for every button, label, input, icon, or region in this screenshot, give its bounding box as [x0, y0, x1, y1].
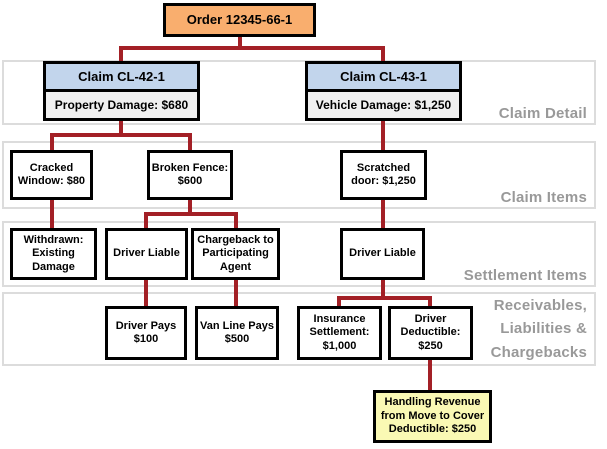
- node-claim-cl-43-1: Claim CL-43-1 Vehicle Damage: $1,250: [305, 61, 462, 121]
- claim-42-title: Claim CL-42-1: [46, 64, 197, 92]
- node-receivable-driver-deductible: Driver Deductible: $250: [388, 306, 473, 360]
- band-label-receivables-line2: Liabilities &: [500, 320, 587, 338]
- connector-to-driver-liable-1: [144, 212, 148, 229]
- connector-claim42-horizontal: [50, 133, 192, 137]
- node-settlement-withdrawn: Withdrawn: Existing Damage: [10, 228, 97, 280]
- connector-to-insurance-settlement: [337, 296, 341, 307]
- connector-liable2-horizontal: [337, 296, 432, 300]
- band-label-claim-detail: Claim Detail: [498, 105, 587, 122]
- connector-to-withdrawn: [50, 200, 54, 229]
- band-label-claim-items: Claim Items: [500, 189, 587, 206]
- claim-42-detail: Property Damage: $680: [46, 92, 197, 118]
- connector-claim42-down: [119, 121, 123, 137]
- connector-to-driver-liable-2: [381, 200, 385, 229]
- node-order: Order 12345-66-1: [163, 3, 316, 37]
- connector-to-cracked-window: [50, 133, 54, 151]
- connector-to-handling-revenue: [428, 360, 432, 391]
- band-label-settlement-items: Settlement Items: [463, 267, 587, 284]
- connector-fence-down: [188, 200, 192, 216]
- connector-order-stub: [238, 37, 242, 48]
- band-claim-items: Claim Items: [2, 141, 596, 209]
- connector-to-claim-43: [381, 46, 385, 62]
- connector-to-broken-fence: [188, 133, 192, 151]
- band-label-receivables: Receivables, Liabilities & Chargebacks: [491, 294, 587, 364]
- band-settlement-items: Settlement Items: [2, 221, 596, 287]
- node-claim-item-cracked-window: Cracked Window: $80: [10, 150, 93, 200]
- band-label-receivables-line1: Receivables,: [493, 297, 587, 315]
- connector-to-scratched-door: [381, 121, 385, 151]
- connector-liable2-down: [381, 280, 385, 300]
- connector-to-claim-42: [119, 46, 123, 62]
- node-handling-revenue-note: Handling Revenue from Move to Cover Dedu…: [373, 390, 492, 443]
- node-claim-cl-42-1: Claim CL-42-1 Property Damage: $680: [43, 61, 200, 121]
- node-receivable-insurance-settlement: Insurance Settlement: $1,000: [297, 306, 382, 360]
- connector-fence-horizontal: [144, 212, 238, 216]
- node-settlement-driver-liable-1: Driver Liable: [105, 228, 188, 280]
- connector-to-chargeback: [234, 212, 238, 229]
- claim-43-title: Claim CL-43-1: [308, 64, 459, 92]
- node-receivable-driver-pays: Driver Pays $100: [105, 306, 187, 360]
- connector-to-driver-deductible: [428, 296, 432, 307]
- node-settlement-chargeback: Chargeback to Participating Agent: [191, 228, 280, 280]
- claim-43-detail: Vehicle Damage: $1,250: [308, 92, 459, 118]
- connector-to-van-line-pays: [234, 280, 238, 307]
- node-claim-item-scratched-door: Scratched door: $1,250: [340, 150, 427, 200]
- node-settlement-driver-liable-2: Driver Liable: [340, 228, 425, 280]
- connector-to-driver-pays: [144, 280, 148, 307]
- connector-order-horizontal: [119, 46, 385, 50]
- node-claim-item-broken-fence: Broken Fence: $600: [147, 150, 233, 200]
- band-label-receivables-line3: Chargebacks: [490, 343, 587, 361]
- node-receivable-van-line-pays: Van Line Pays $500: [195, 306, 279, 360]
